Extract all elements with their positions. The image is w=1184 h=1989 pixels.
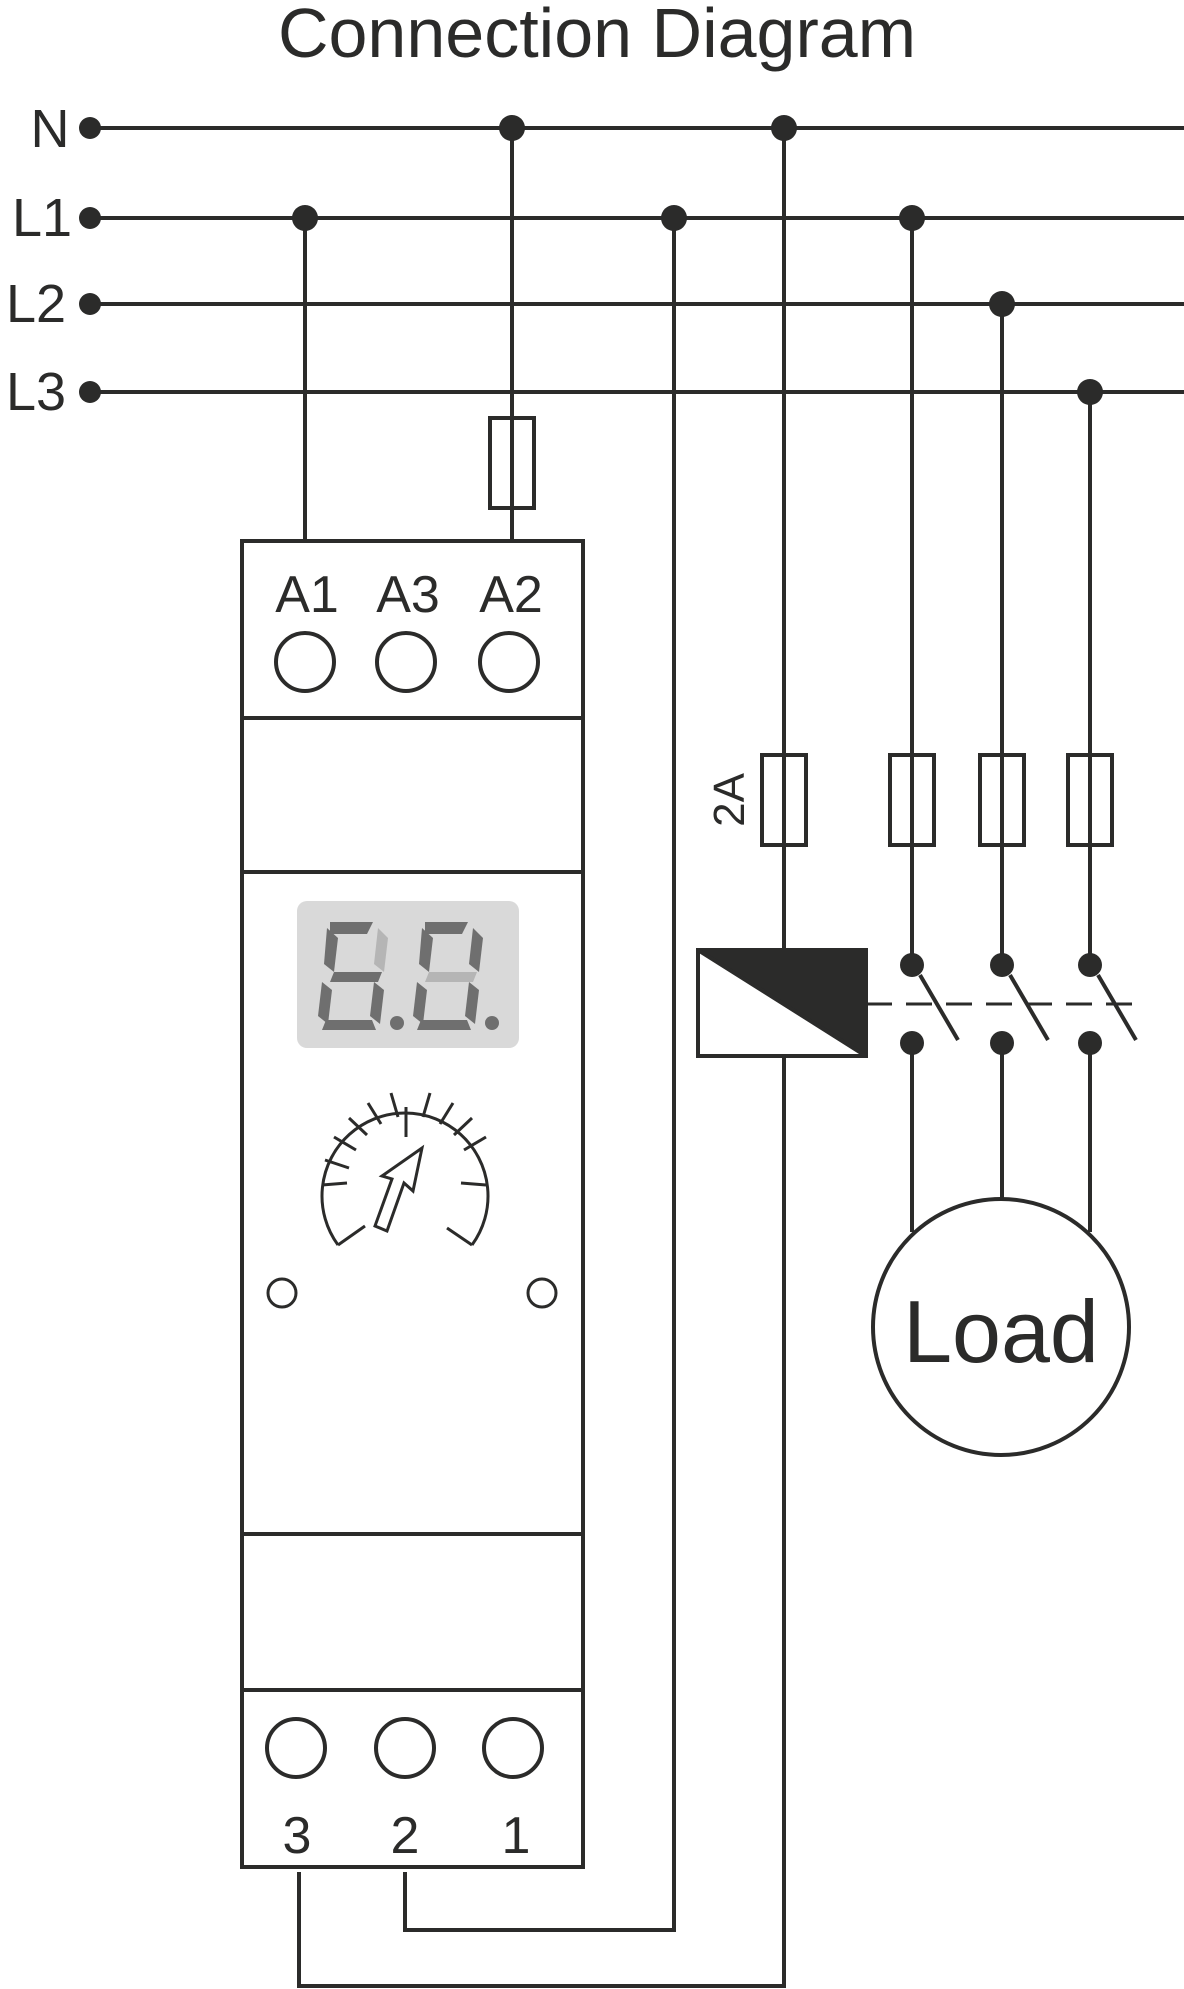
wire-terminal-3 [297, 1058, 786, 1988]
mounting-hole-right [526, 1277, 558, 1309]
junction-l1-t2 [661, 205, 687, 231]
wire-terminal-2 [403, 218, 676, 1932]
bus-terminal-l1 [79, 207, 101, 229]
terminal-label-3: 3 [283, 1807, 312, 1865]
contactor-contacts [900, 953, 1138, 1055]
terminal-2 [374, 1717, 436, 1779]
diagram-title: Connection Diagram [278, 0, 916, 72]
relay-device: A1 A3 A2 [240, 539, 585, 1869]
junction-n-coil [771, 115, 797, 141]
fuses: 2A [488, 416, 1114, 847]
setpoint-dial[interactable] [320, 1092, 490, 1247]
display-panel [297, 901, 519, 1048]
bus-terminal-l3 [79, 381, 101, 403]
bus-lines [79, 117, 1184, 403]
junction-l3-contact [1077, 379, 1103, 405]
bus-label-l1: L1 [12, 188, 72, 248]
junction-l1-contact [899, 205, 925, 231]
terminal-3 [265, 1717, 327, 1779]
junction-l1-a1 [292, 205, 318, 231]
terminal-label-a2: A2 [479, 566, 543, 624]
junction-l2-contact [989, 291, 1015, 317]
terminal-1 [482, 1717, 544, 1779]
terminal-a2 [478, 631, 540, 693]
terminal-label-1: 1 [502, 1807, 531, 1865]
terminal-a3 [375, 631, 437, 693]
load-label: Load [903, 1282, 1099, 1381]
contact-l1 [918, 973, 960, 1042]
mounting-hole-left [266, 1277, 298, 1309]
terminal-label-a3: A3 [376, 566, 440, 624]
terminal-label-a1: A1 [275, 566, 339, 624]
seven-segment-display [318, 922, 499, 1030]
load-circle [871, 1197, 1131, 1457]
terminal-label-2: 2 [391, 1807, 420, 1865]
contactor-coil [696, 948, 1142, 1058]
junction-n-a2 [499, 115, 525, 141]
dial-pointer [373, 1144, 425, 1233]
bus-label-l2: L2 [6, 274, 66, 334]
bus-terminal-l2 [79, 293, 101, 315]
contact-l3 [1096, 973, 1138, 1042]
bus-label-l3: L3 [6, 362, 66, 422]
fuse-rating-label: 2A [705, 772, 754, 826]
terminal-a1 [274, 631, 336, 693]
device-housing [240, 539, 585, 1869]
contact-l2 [1008, 973, 1050, 1042]
bus-label-n: N [31, 99, 70, 159]
bus-terminal-n [79, 117, 101, 139]
dial-ticks [321, 1092, 487, 1187]
load-motor: Load [871, 1197, 1131, 1457]
